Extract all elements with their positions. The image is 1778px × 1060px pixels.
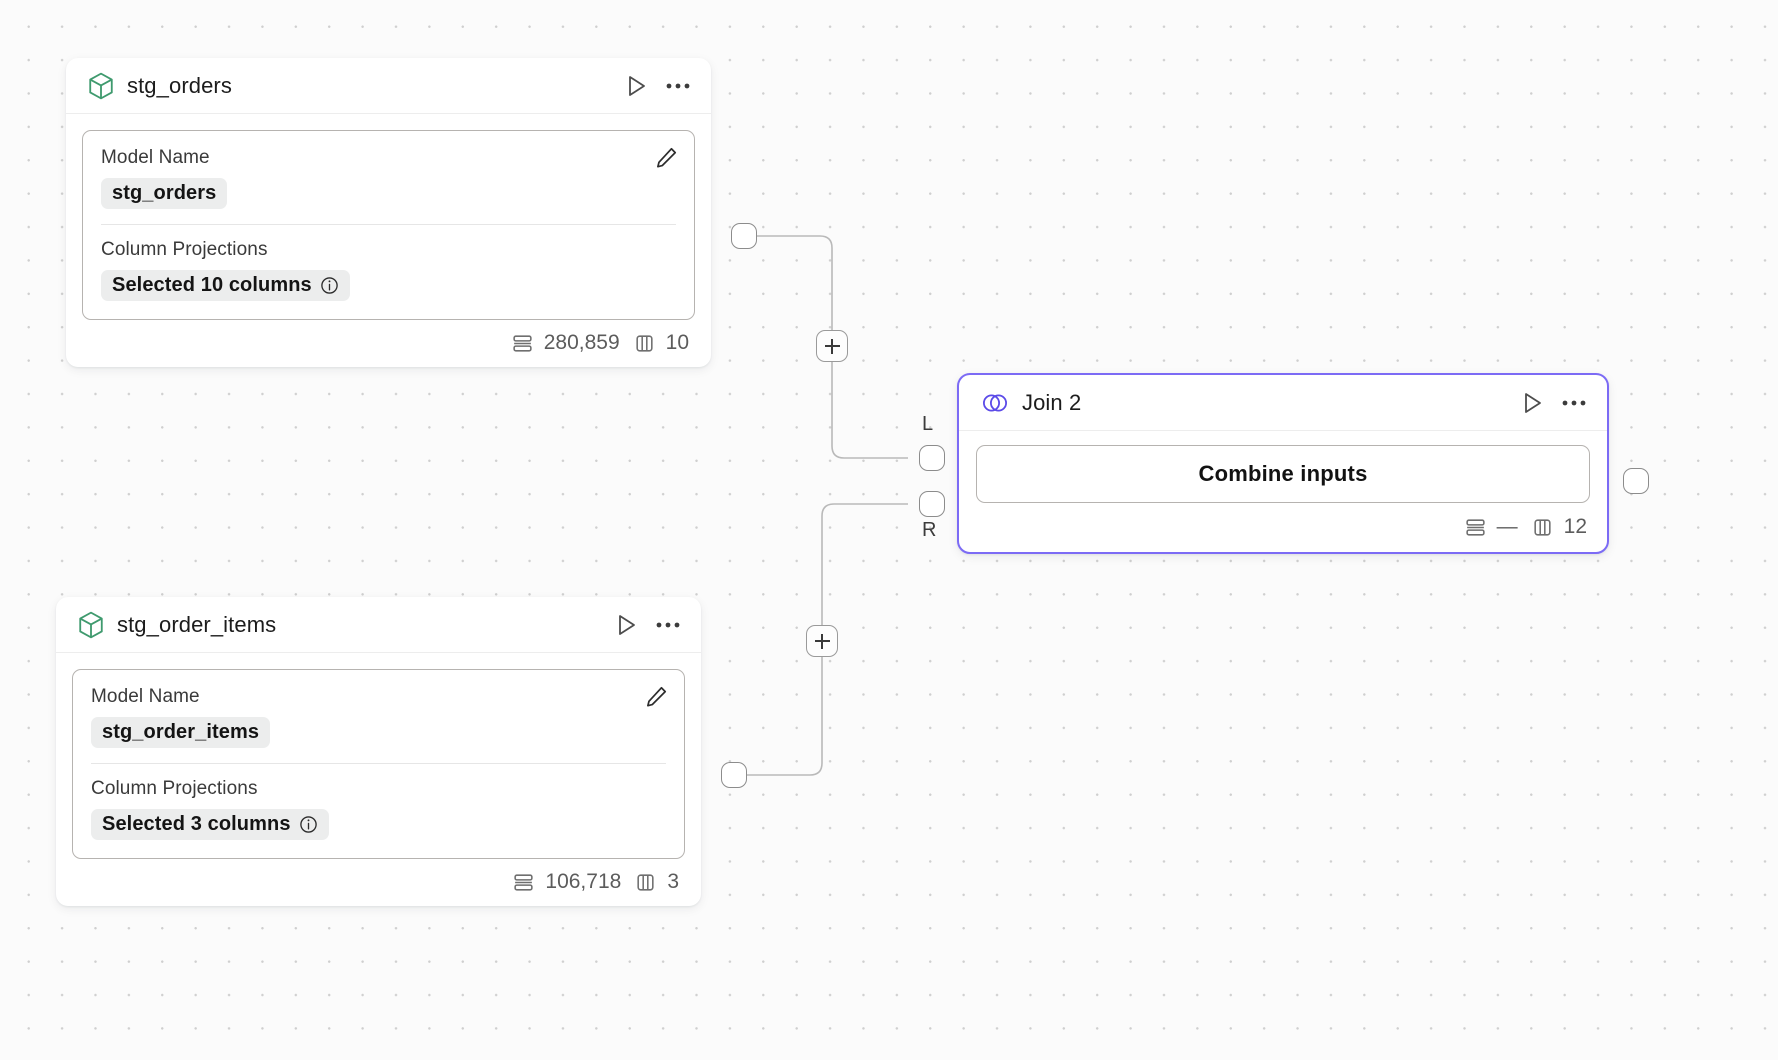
node-body: Combine inputs xyxy=(959,431,1607,503)
row-count-value: — xyxy=(1496,515,1518,538)
model-name-chip[interactable]: stg_orders xyxy=(101,178,228,209)
model-name-label: Model Name xyxy=(91,686,200,707)
input-port-join-right[interactable] xyxy=(919,491,945,517)
info-icon[interactable] xyxy=(299,815,318,834)
card-divider xyxy=(101,224,676,225)
columns-icon xyxy=(634,871,657,894)
column-count-value: 10 xyxy=(665,331,689,354)
rows-icon xyxy=(1464,516,1487,539)
model-name-value: stg_orders xyxy=(112,182,217,204)
row-count-stat: 280,859 xyxy=(511,331,620,355)
node-header-actions xyxy=(614,613,681,637)
column-projections-label: Column Projections xyxy=(91,778,258,799)
column-count-stat: 10 xyxy=(633,331,689,355)
column-projections-label: Column Projections xyxy=(101,239,268,260)
column-projections-value: Selected 3 columns xyxy=(102,813,291,835)
output-port-stg-orders[interactable] xyxy=(731,223,757,249)
combine-inputs-button[interactable]: Combine inputs xyxy=(976,445,1590,503)
card-divider xyxy=(91,763,666,764)
node-footer: 106,718 3 xyxy=(56,859,701,906)
model-config-card[interactable]: Model Name stg_orders Column Projections… xyxy=(82,130,695,320)
model-name-chip[interactable]: stg_order_items xyxy=(91,717,271,748)
output-port-stg-order-items[interactable] xyxy=(721,762,747,788)
column-count-stat: 12 xyxy=(1531,515,1587,539)
pencil-icon[interactable] xyxy=(643,684,669,715)
column-projections-chip[interactable]: Selected 3 columns xyxy=(91,809,329,840)
column-projections-value: Selected 10 columns xyxy=(112,274,312,296)
venn-icon xyxy=(981,392,1009,414)
play-icon[interactable] xyxy=(1520,391,1544,415)
input-port-left-label: L xyxy=(922,413,934,435)
output-port-join-2[interactable] xyxy=(1623,468,1649,494)
node-header: stg_order_items xyxy=(56,597,701,653)
node-header: stg_orders xyxy=(66,58,711,114)
model-name-label: Model Name xyxy=(101,147,210,168)
node-body: Model Name stg_orders Column Projections… xyxy=(66,114,711,320)
ellipsis-icon[interactable] xyxy=(665,81,691,91)
rows-icon xyxy=(511,332,534,355)
pencil-icon[interactable] xyxy=(653,145,679,176)
add-step-button-lower[interactable] xyxy=(806,625,838,657)
info-icon[interactable] xyxy=(320,276,339,295)
columns-icon xyxy=(1531,516,1554,539)
rows-icon xyxy=(512,871,535,894)
node-stg-order-items[interactable]: stg_order_items xyxy=(56,597,701,906)
node-join-2[interactable]: Join 2 Combine inputs xyxy=(957,373,1609,554)
input-port-join-left[interactable] xyxy=(919,445,945,471)
column-count-value: 12 xyxy=(1563,515,1587,538)
node-body: Model Name stg_order_items Column Projec… xyxy=(56,653,701,859)
column-count-value: 3 xyxy=(667,870,679,893)
node-title: stg_order_items xyxy=(117,611,277,637)
cube-icon xyxy=(78,611,104,639)
node-header-actions xyxy=(624,74,691,98)
add-step-button-upper[interactable] xyxy=(816,330,848,362)
cube-icon xyxy=(88,72,114,100)
node-footer: — 12 xyxy=(959,503,1607,552)
node-title: Join 2 xyxy=(1022,389,1082,415)
node-title: stg_orders xyxy=(127,72,232,98)
column-count-stat: 3 xyxy=(634,870,679,894)
node-stg-orders[interactable]: stg_orders xyxy=(66,58,711,367)
node-header: Join 2 xyxy=(959,375,1607,431)
ellipsis-icon[interactable] xyxy=(1561,398,1587,408)
node-header-actions xyxy=(1520,391,1587,415)
row-count-value: 280,859 xyxy=(543,331,620,354)
row-count-value: 106,718 xyxy=(545,870,622,893)
columns-icon xyxy=(633,332,656,355)
input-port-right-label: R xyxy=(922,519,937,541)
ellipsis-icon[interactable] xyxy=(655,620,681,630)
row-count-stat: — xyxy=(1464,515,1518,539)
node-footer: 280,859 10 xyxy=(66,320,711,367)
model-name-value: stg_order_items xyxy=(102,721,260,743)
model-config-card[interactable]: Model Name stg_order_items Column Projec… xyxy=(72,669,685,859)
play-icon[interactable] xyxy=(614,613,638,637)
column-projections-chip[interactable]: Selected 10 columns xyxy=(101,270,350,301)
play-icon[interactable] xyxy=(624,74,648,98)
row-count-stat: 106,718 xyxy=(512,870,621,894)
